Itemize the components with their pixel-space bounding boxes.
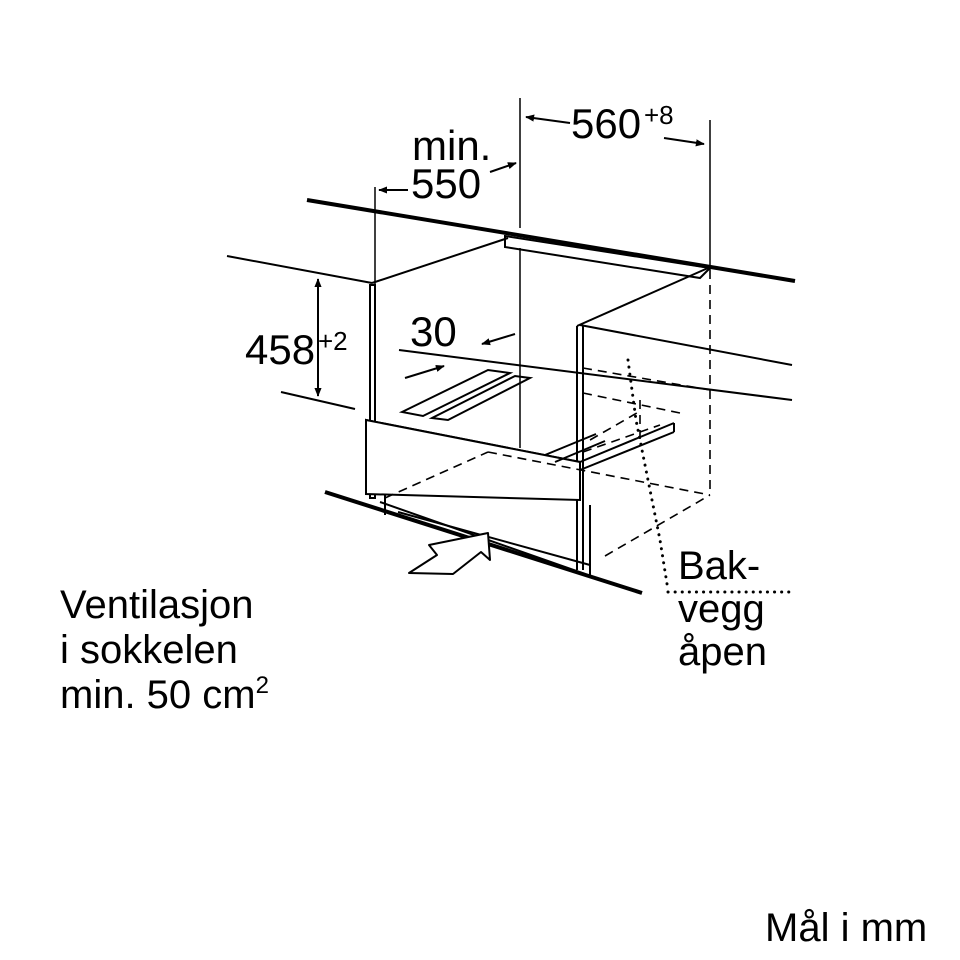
niche-outline [226,234,793,570]
offset-arrow-left [404,364,445,379]
back-wall-dotted [626,358,794,594]
hidden-lines [384,270,711,557]
countertop-lines [306,98,796,290]
airflow-arrow-icon [408,532,491,575]
ventilation-superscript: 2 [255,672,269,699]
warming-drawer [365,368,675,502]
height-tolerance: +2 [318,326,348,356]
units-note: Mål i mm [765,906,928,950]
ventilation-line-1: Ventilasjon [60,583,254,627]
back-wall-line-3: åpen [678,630,767,674]
back-wall-line-2: vegg [678,587,765,631]
depth-value: 550 [411,160,481,207]
offset-value: 30 [410,308,457,355]
height-value: 458 [245,326,315,373]
ventilation-line-3: min. 50 cm2 [60,672,269,723]
depth-arrow-right [489,162,517,173]
offset-arrow-right [481,333,516,346]
width-tolerance: +8 [644,100,674,130]
width-arrow-right [663,137,705,147]
width-arrow [525,114,571,124]
back-wall-line-1: Bak- [678,544,761,588]
back-wall-note: Bak- vegg åpen [678,545,767,674]
ventilation-note: Ventilasjon i sokkelen min. 50 cm2 [60,583,269,723]
ventilation-area: min. 50 cm [60,673,256,717]
ventilation-line-2: i sokkelen [60,628,238,672]
min-label: min. [412,122,491,169]
width-value: 560 [571,100,641,147]
dimension-arrows [314,114,705,397]
